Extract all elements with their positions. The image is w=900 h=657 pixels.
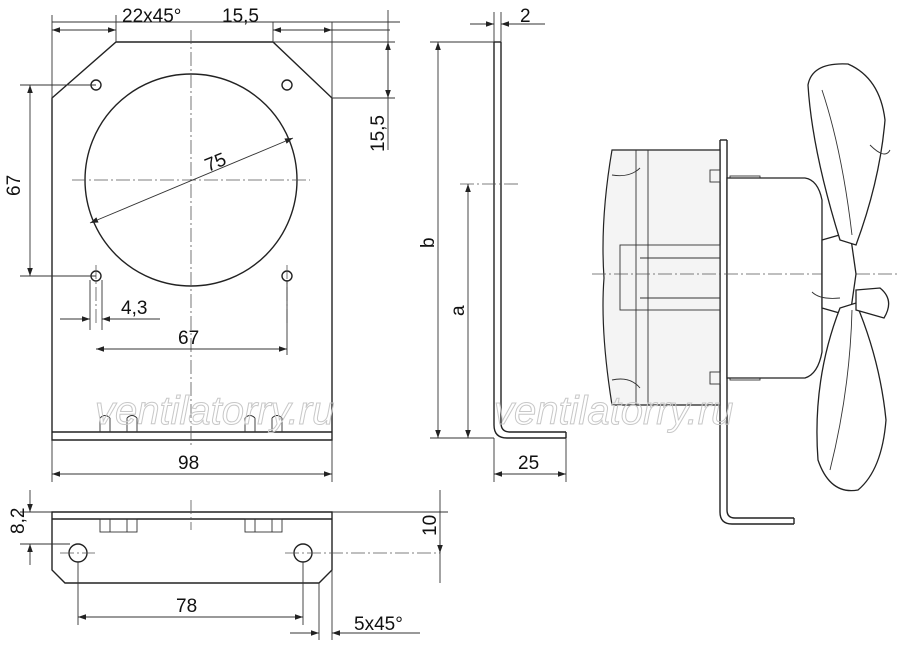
top-view-dimensions: 8,2 10 78 5x45° — [8, 490, 448, 640]
dim-chamfer-top: 22x45° — [122, 6, 181, 27]
dim-corner-chamfer: 5x45° — [354, 614, 403, 635]
dim-hole-vertical-spacing: 67 — [4, 175, 25, 196]
front-slots — [99, 415, 283, 432]
dim-foot-height: 8,2 — [8, 508, 29, 534]
dim-top-right-width: 15,5 — [222, 6, 259, 27]
watermark-left: ventilatorry.ru — [95, 389, 334, 433]
dim-thickness: 2 — [520, 6, 531, 27]
dim-foot-hole-spacing: 78 — [176, 596, 197, 617]
fan-assembly — [592, 63, 900, 525]
dim-fan-diameter: 75 — [202, 149, 229, 176]
dim-plate-width: 98 — [178, 453, 199, 474]
side-view-bracket — [460, 41, 567, 439]
dim-foot-depth: 25 — [518, 453, 539, 474]
motor-body — [726, 177, 823, 379]
front-view-plate — [51, 30, 333, 445]
mount-hole-top-right — [281, 79, 293, 91]
dim-height-a: a — [448, 305, 469, 316]
fan-blade-bottom — [816, 302, 887, 492]
plate-outline — [51, 41, 333, 441]
fan-housing — [602, 149, 721, 406]
dim-height-b: b — [418, 237, 439, 248]
dim-hole-diameter: 4,3 — [121, 298, 147, 319]
dim-foot-slot-height: 10 — [420, 515, 441, 536]
dim-right-offset: 15,5 — [368, 115, 389, 152]
fan-blade-top — [807, 63, 886, 246]
foot-outline — [51, 511, 333, 584]
watermark-right: ventilatorry.ru — [494, 389, 733, 433]
side-view-dimensions: 2 b a 25 — [418, 6, 567, 482]
dim-hole-horizontal-spacing: 67 — [178, 328, 199, 349]
